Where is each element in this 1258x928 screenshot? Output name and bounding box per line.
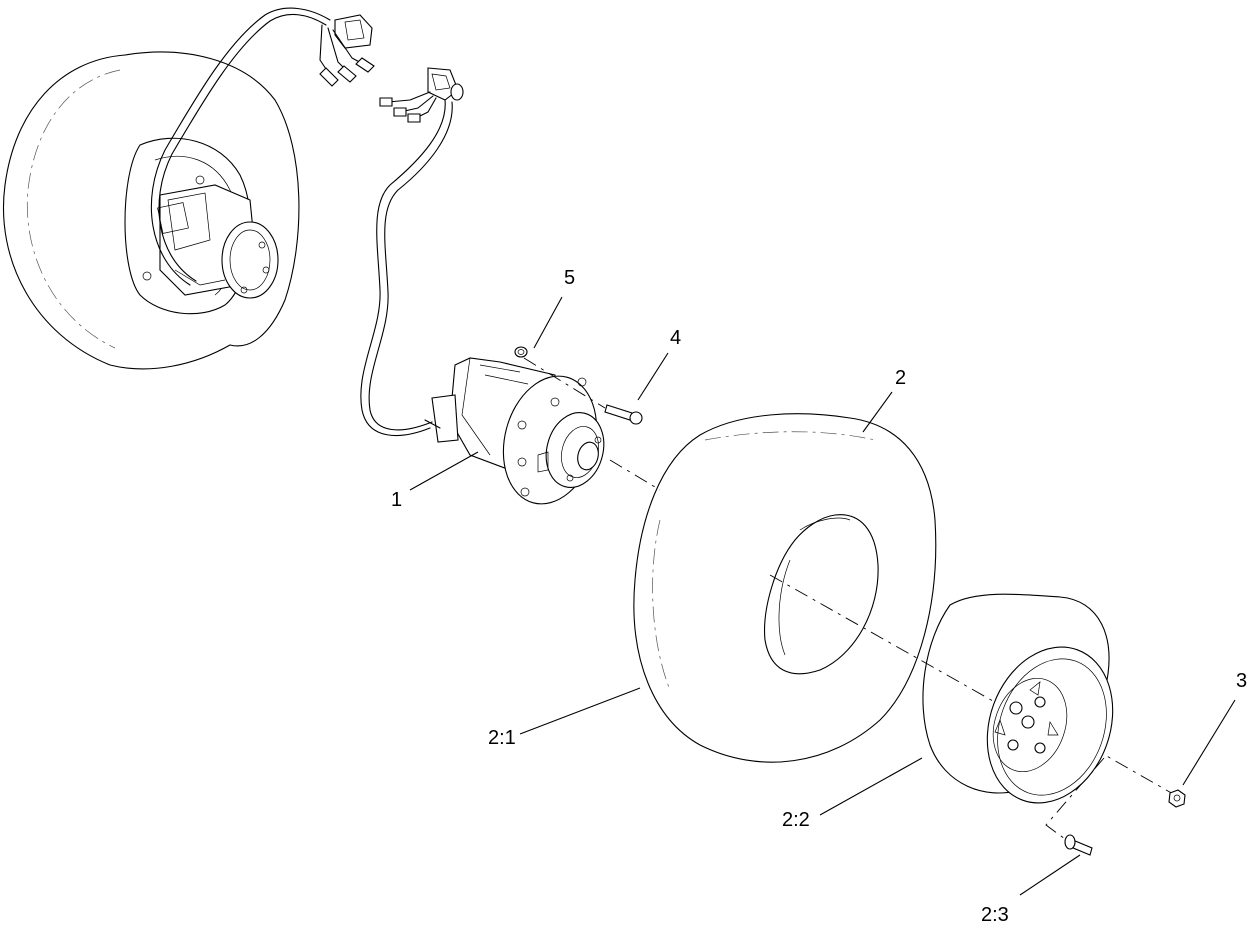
callout-2-2: 2:2 — [782, 809, 810, 831]
nut-part-5 — [514, 346, 528, 358]
callout-leaders — [409, 296, 1236, 896]
callout-2-3: 2:3 — [981, 904, 1009, 926]
wiring-harness — [150, 7, 464, 437]
callout-5: 5 — [564, 267, 575, 289]
tire-part-2-1 — [633, 413, 937, 763]
lug-nut-part-3 — [1168, 789, 1186, 808]
callout-2: 2 — [895, 367, 906, 389]
bolt-part-4 — [604, 404, 643, 425]
callout-2-1: 2:1 — [488, 727, 516, 749]
callout-1: 1 — [391, 489, 402, 511]
assembled-wheel-with-motor — [3, 51, 300, 370]
hub-motor-part-1 — [424, 357, 605, 505]
callout-labels: 1 2 2:1 2:2 2:3 3 4 5 — [391, 267, 1247, 926]
callout-3: 3 — [1236, 670, 1247, 692]
callout-4: 4 — [670, 327, 681, 349]
rim-part-2-2 — [922, 593, 1114, 804]
valve-stem-part-2-3 — [1064, 834, 1093, 856]
